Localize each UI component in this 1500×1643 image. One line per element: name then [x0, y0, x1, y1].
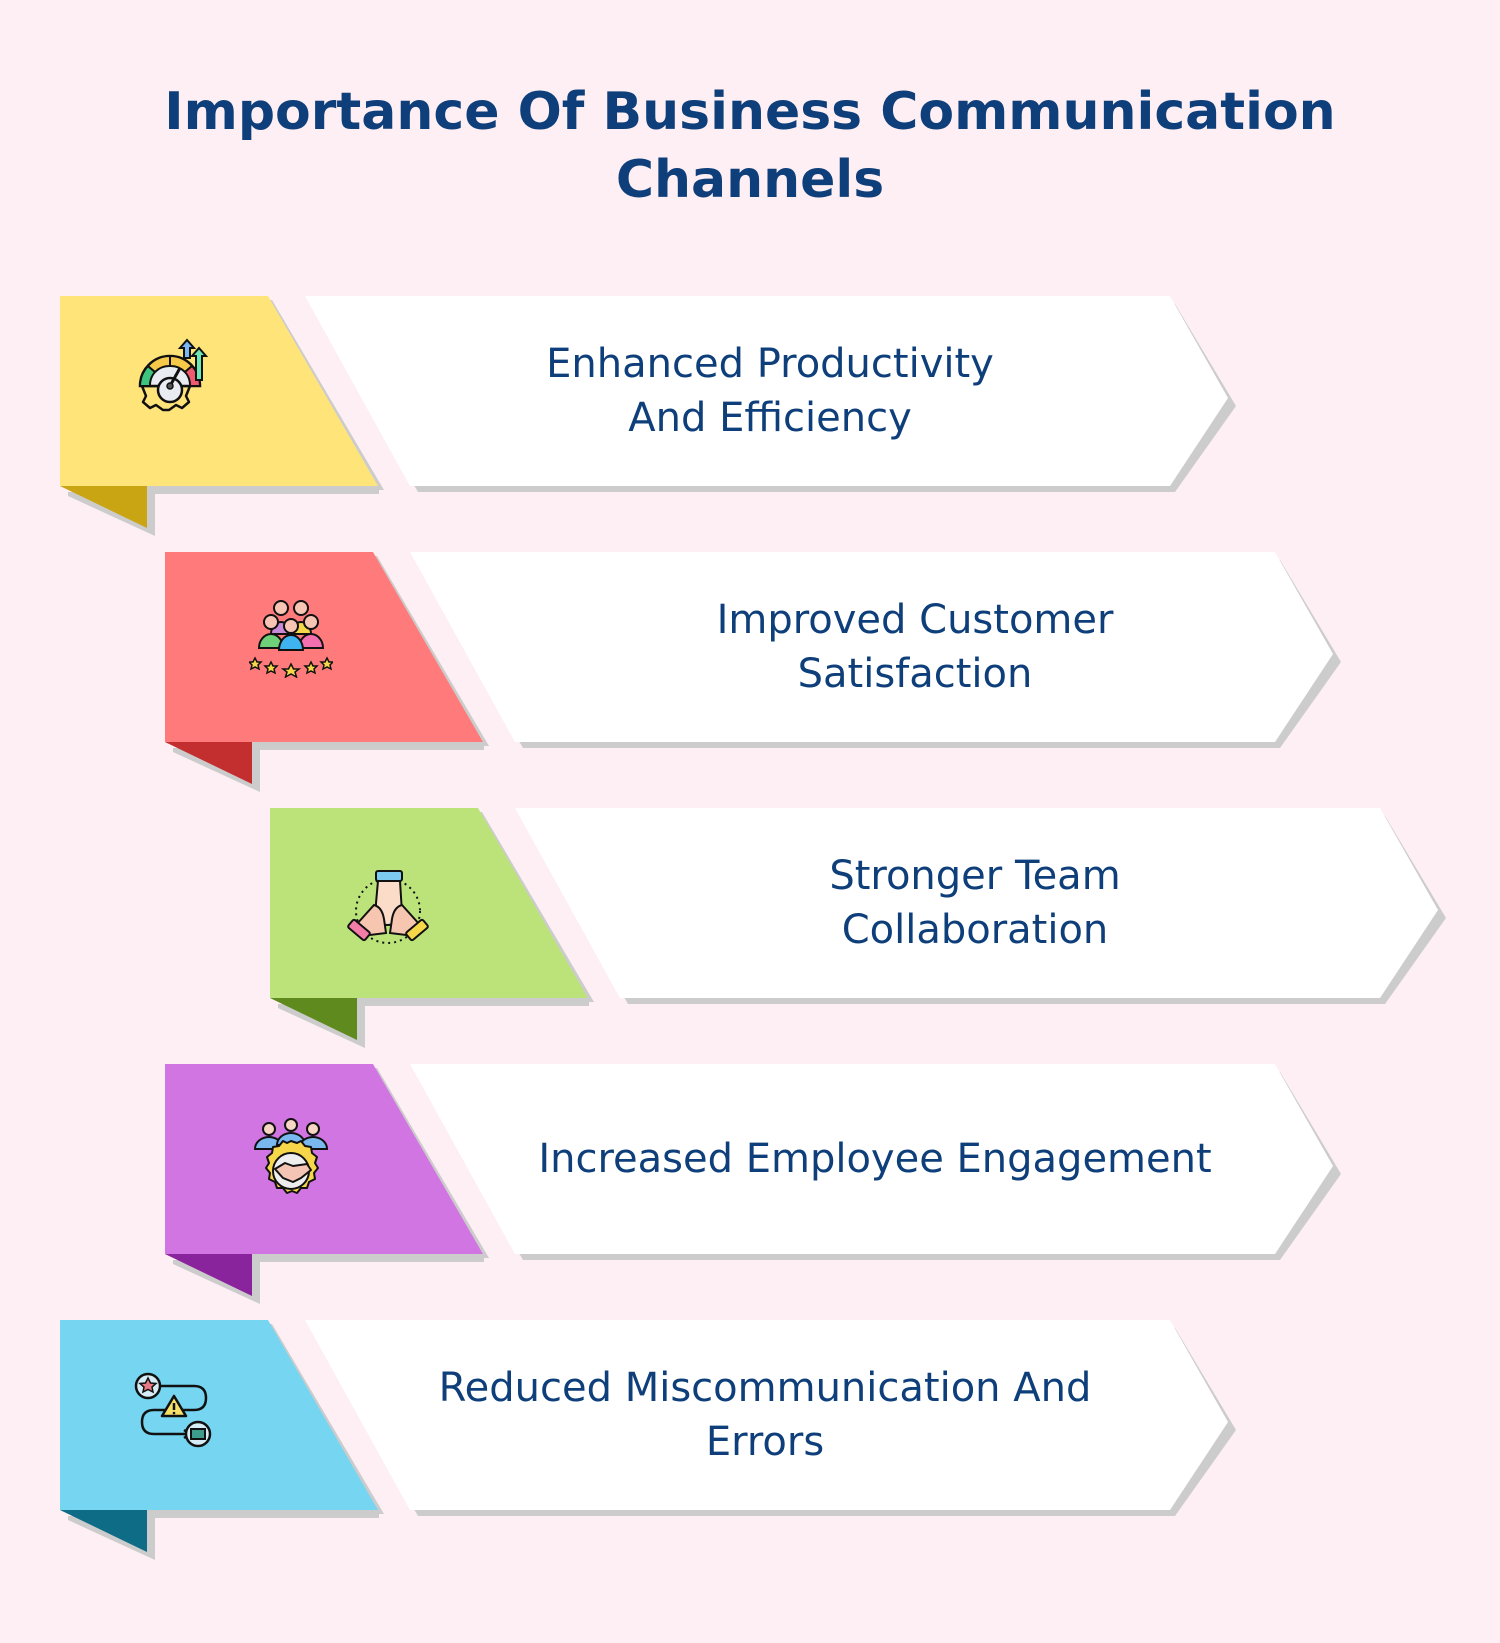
item-label: Enhanced Productivity And Efficiency — [420, 296, 1120, 486]
label-line-2: Collaboration — [841, 907, 1109, 953]
ribbon-shape — [165, 552, 1341, 792]
item-label: Stronger Team Collaboration — [620, 808, 1330, 998]
item-label: Increased Employee Engagement — [480, 1064, 1270, 1254]
team-hands-together-icon — [347, 870, 429, 944]
label-line-1: Reduced Miscommunication And — [438, 1365, 1092, 1411]
label-line-1: Enhanced Productivity — [546, 341, 994, 387]
workflow-warning-icon — [134, 1372, 212, 1448]
item-stronger-team-collaboration: Stronger Team Collaboration — [0, 808, 1500, 1048]
item-label: Improved Customer Satisfaction — [560, 552, 1270, 742]
ribbon-shape — [60, 1320, 1236, 1560]
ribbon-shape — [60, 296, 1236, 536]
item-label: Reduced Miscommunication And Errors — [360, 1320, 1170, 1510]
label-line-2: Errors — [705, 1419, 825, 1465]
ribbon-shape — [165, 1064, 1341, 1304]
title-line-1: Importance Of Business Communication — [164, 82, 1336, 142]
label-line-2: And Efficiency — [628, 395, 912, 441]
item-increased-employee-engagement: Increased Employee Engagement — [0, 1064, 1500, 1304]
speedometer-gear-growth-icon — [138, 338, 209, 412]
title-line-2: Channels — [615, 150, 885, 210]
ribbon-shape — [270, 808, 1446, 1048]
item-improved-customer-satisfaction: Improved Customer Satisfaction — [0, 552, 1500, 792]
label-line-1: Improved Customer — [716, 597, 1114, 643]
item-reduced-miscommunication: Reduced Miscommunication And Errors — [0, 1320, 1500, 1560]
label-line-2: Satisfaction — [797, 651, 1033, 697]
label-line-1: Increased Employee Engagement — [538, 1136, 1212, 1182]
item-enhanced-productivity: Enhanced Productivity And Efficiency — [0, 296, 1500, 536]
customer-group-stars-icon — [249, 600, 333, 678]
employees-handshake-gear-icon — [253, 1118, 329, 1194]
label-line-1: Stronger Team — [829, 853, 1121, 899]
page-title: Importance Of Business Communication Cha… — [0, 78, 1500, 214]
